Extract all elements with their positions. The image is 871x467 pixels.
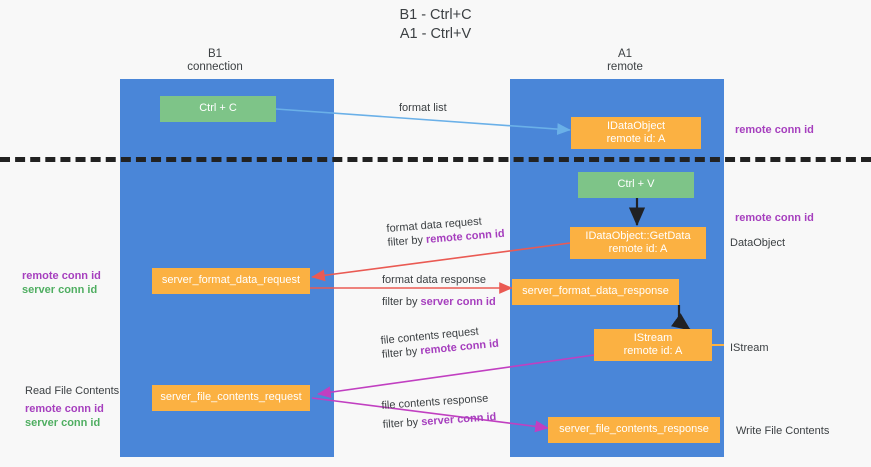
node-getdata-line2: remote id: A [608, 243, 668, 255]
node-server-file-contents-request[interactable]: server_file_contents_request [152, 385, 310, 411]
edge-label-file-contents-response-filter-prefix: filter by [382, 416, 422, 431]
edge-label-format-data-response-filter-key: server conn id [420, 296, 496, 308]
column-header-left-name: B1 [207, 48, 223, 60]
side-label-write-file-contents: Write File Contents [736, 425, 830, 437]
side-label-left-server-conn-id-2: server conn id [25, 417, 101, 429]
node-server-format-data-request[interactable]: server_format_data_request [152, 268, 310, 294]
node-idataobject-remote-line1: IDataObject [606, 119, 666, 132]
node-server-format-data-request-label: server_format_data_request [161, 274, 301, 287]
edge-label-file-contents-response-line1: file contents response [381, 392, 489, 412]
side-label-remote-conn-id-top: remote conn id [735, 124, 814, 136]
side-label-left-remote-conn-id-2: remote conn id [25, 403, 104, 415]
node-istream-line1: IStream [633, 331, 673, 344]
node-getdata[interactable]: IDataObject::GetData remote id: A [570, 227, 706, 259]
diagram-title: B1 - Ctrl+C A1 - Ctrl+V [399, 7, 472, 42]
edge-label-format-data-response-filter-prefix: filter by [382, 296, 421, 308]
column-header-left: B1 connection [155, 48, 275, 74]
side-label-istream: IStream [730, 342, 769, 354]
column-header-right: A1 remote [565, 48, 685, 74]
node-ctrl-v-label: Ctrl + V [617, 178, 655, 191]
side-label-read-file-contents: Read File Contents [25, 385, 120, 397]
node-server-file-contents-response[interactable]: server_file_contents_response [548, 417, 720, 443]
edge-label-format-data-response: format data response filter by server co… [382, 273, 496, 309]
edge-label-file-contents-response-line2: filter by server conn id [382, 410, 496, 432]
node-getdata-line1: IDataObject::GetData [585, 229, 691, 242]
node-istream-line2: remote id: A [623, 345, 683, 357]
edge-label-file-contents-response: file contents response filter by server … [381, 391, 497, 432]
node-idataobject-remote[interactable]: IDataObject remote id: A [571, 117, 701, 149]
phase-divider [0, 157, 871, 162]
node-server-file-contents-request-label: server_file_contents_request [160, 391, 302, 404]
column-header-right-name: A1 [617, 48, 633, 60]
node-ctrl-c-label: Ctrl + C [199, 102, 237, 115]
edge-label-file-contents-response-filter-key: server conn id [420, 411, 497, 429]
edge-label-format-data-response-line2: filter by server conn id [382, 295, 496, 309]
node-ctrl-c[interactable]: Ctrl + C [160, 96, 276, 122]
side-label-remote-conn-id-mid: remote conn id [735, 212, 814, 224]
side-label-left-remote-conn-id: remote conn id [22, 270, 101, 282]
side-label-data-object: DataObject [730, 237, 786, 249]
node-server-format-data-response-label: server_format_data_response [522, 285, 669, 298]
edge-label-format-data-response-line1: format data response [382, 274, 486, 286]
column-header-left-role: connection [187, 61, 243, 73]
node-idataobject-remote-line2: remote id: A [606, 133, 666, 145]
side-label-left-server-conn-id: server conn id [22, 284, 98, 296]
column-header-right-role: remote [607, 61, 643, 73]
edge-label-format-data-request-filter-prefix: filter by [387, 233, 427, 249]
node-server-file-contents-response-label: server_file_contents_response [559, 423, 709, 436]
edge-label-format-data-request: format data request filter by remote con… [386, 213, 505, 250]
node-istream[interactable]: IStream remote id: A [594, 329, 712, 361]
edge-label-file-contents-request: file contents request filter by remote c… [380, 323, 500, 362]
node-ctrl-v[interactable]: Ctrl + V [578, 172, 694, 198]
node-server-format-data-response[interactable]: server_format_data_response [512, 279, 679, 305]
edge-label-file-contents-request-filter-prefix: filter by [381, 345, 421, 361]
edge-label-format-list: format list [399, 102, 447, 114]
